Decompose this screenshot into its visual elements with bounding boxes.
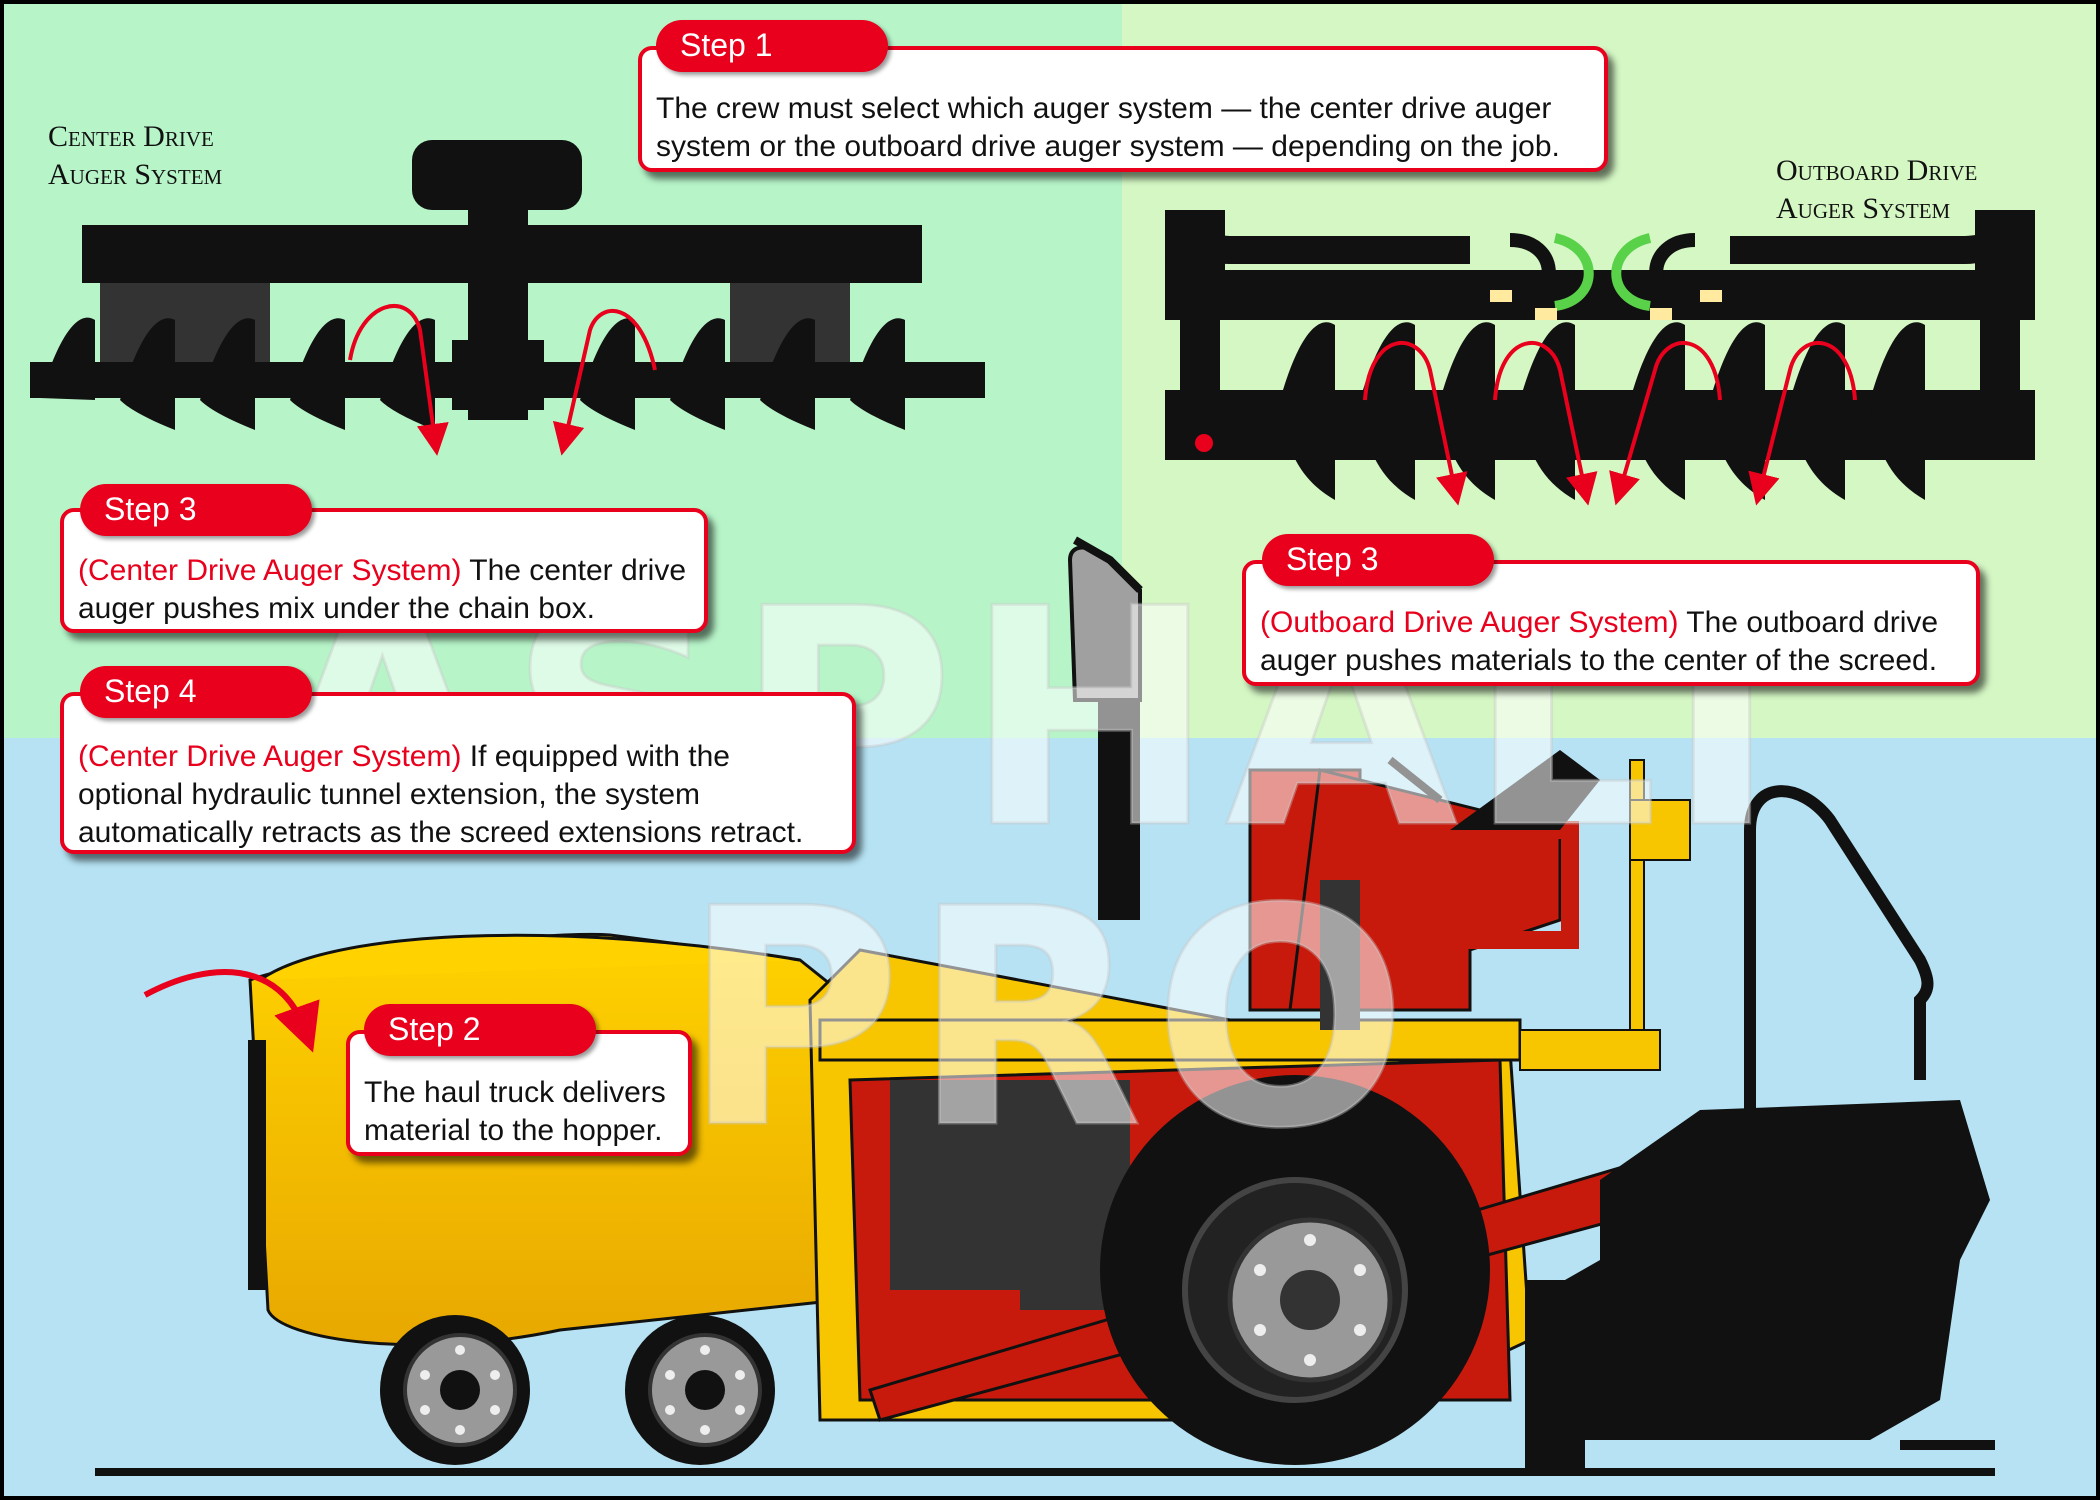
step3-center-tab: Step 3 <box>80 484 312 536</box>
step4-text: If equipped with the optional hydraulic … <box>78 740 804 849</box>
step2-text: The haul truck delivers material to the … <box>364 1076 666 1147</box>
step3-outboard-tab: Step 3 <box>1262 534 1494 586</box>
step1-tab: Step 1 <box>656 20 888 72</box>
step3-center-prefix: (Center Drive Auger System) <box>78 554 462 587</box>
step1-text: The crew must select which auger system … <box>656 92 1560 163</box>
front-wheel-1 <box>380 1315 530 1465</box>
center-drive-auger-illustration <box>30 140 985 456</box>
outboard-drive-auger-illustration <box>1165 210 2035 506</box>
step4-callout: (Center Drive Auger System) If equipped … <box>60 692 856 854</box>
step3-outboard-prefix: (Outboard Drive Auger System) <box>1260 606 1679 639</box>
step3-outboard-body: (Outboard Drive Auger System) The outboa… <box>1260 604 1962 680</box>
center-drive-label: Center Drive Auger System <box>48 118 222 194</box>
center-drive-label-line1: Center Drive <box>48 120 214 153</box>
center-drive-label-line2: Auger System <box>48 158 223 191</box>
step4-prefix: (Center Drive Auger System) <box>78 740 462 773</box>
step4-tab: Step 4 <box>80 666 312 718</box>
step2-tab: Step 2 <box>364 1004 596 1056</box>
step4-body: (Center Drive Auger System) If equipped … <box>78 738 838 852</box>
step3-center-text: The center drive auger pushes mix under … <box>78 554 687 625</box>
delivery-arrow <box>143 969 320 1053</box>
outboard-drive-label-line2: Auger System <box>1776 192 1951 225</box>
front-wheel-2 <box>625 1315 775 1465</box>
paver-machine <box>95 536 1995 1476</box>
outboard-drive-label: Outboard Drive Auger System <box>1776 152 1977 228</box>
step3-center-body: (Center Drive Auger System) The center d… <box>78 552 690 628</box>
step3-outboard-callout: (Outboard Drive Auger System) The outboa… <box>1242 560 1980 686</box>
outboard-drive-label-line1: Outboard Drive <box>1776 154 1978 187</box>
step3-outboard-text: The outboard drive auger pushes material… <box>1260 606 1939 677</box>
